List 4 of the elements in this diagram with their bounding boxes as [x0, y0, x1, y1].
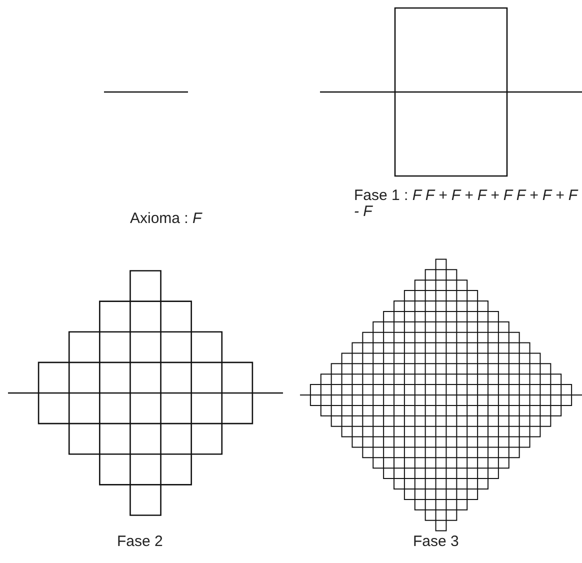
- stage-caption: Fase 1 : F F + F + F + F F + F + F - F: [354, 188, 580, 220]
- stage-caption: Fase 2: [117, 534, 164, 550]
- stage-caption: Axioma : F: [130, 211, 204, 227]
- stage-caption: Fase 3: [413, 534, 460, 550]
